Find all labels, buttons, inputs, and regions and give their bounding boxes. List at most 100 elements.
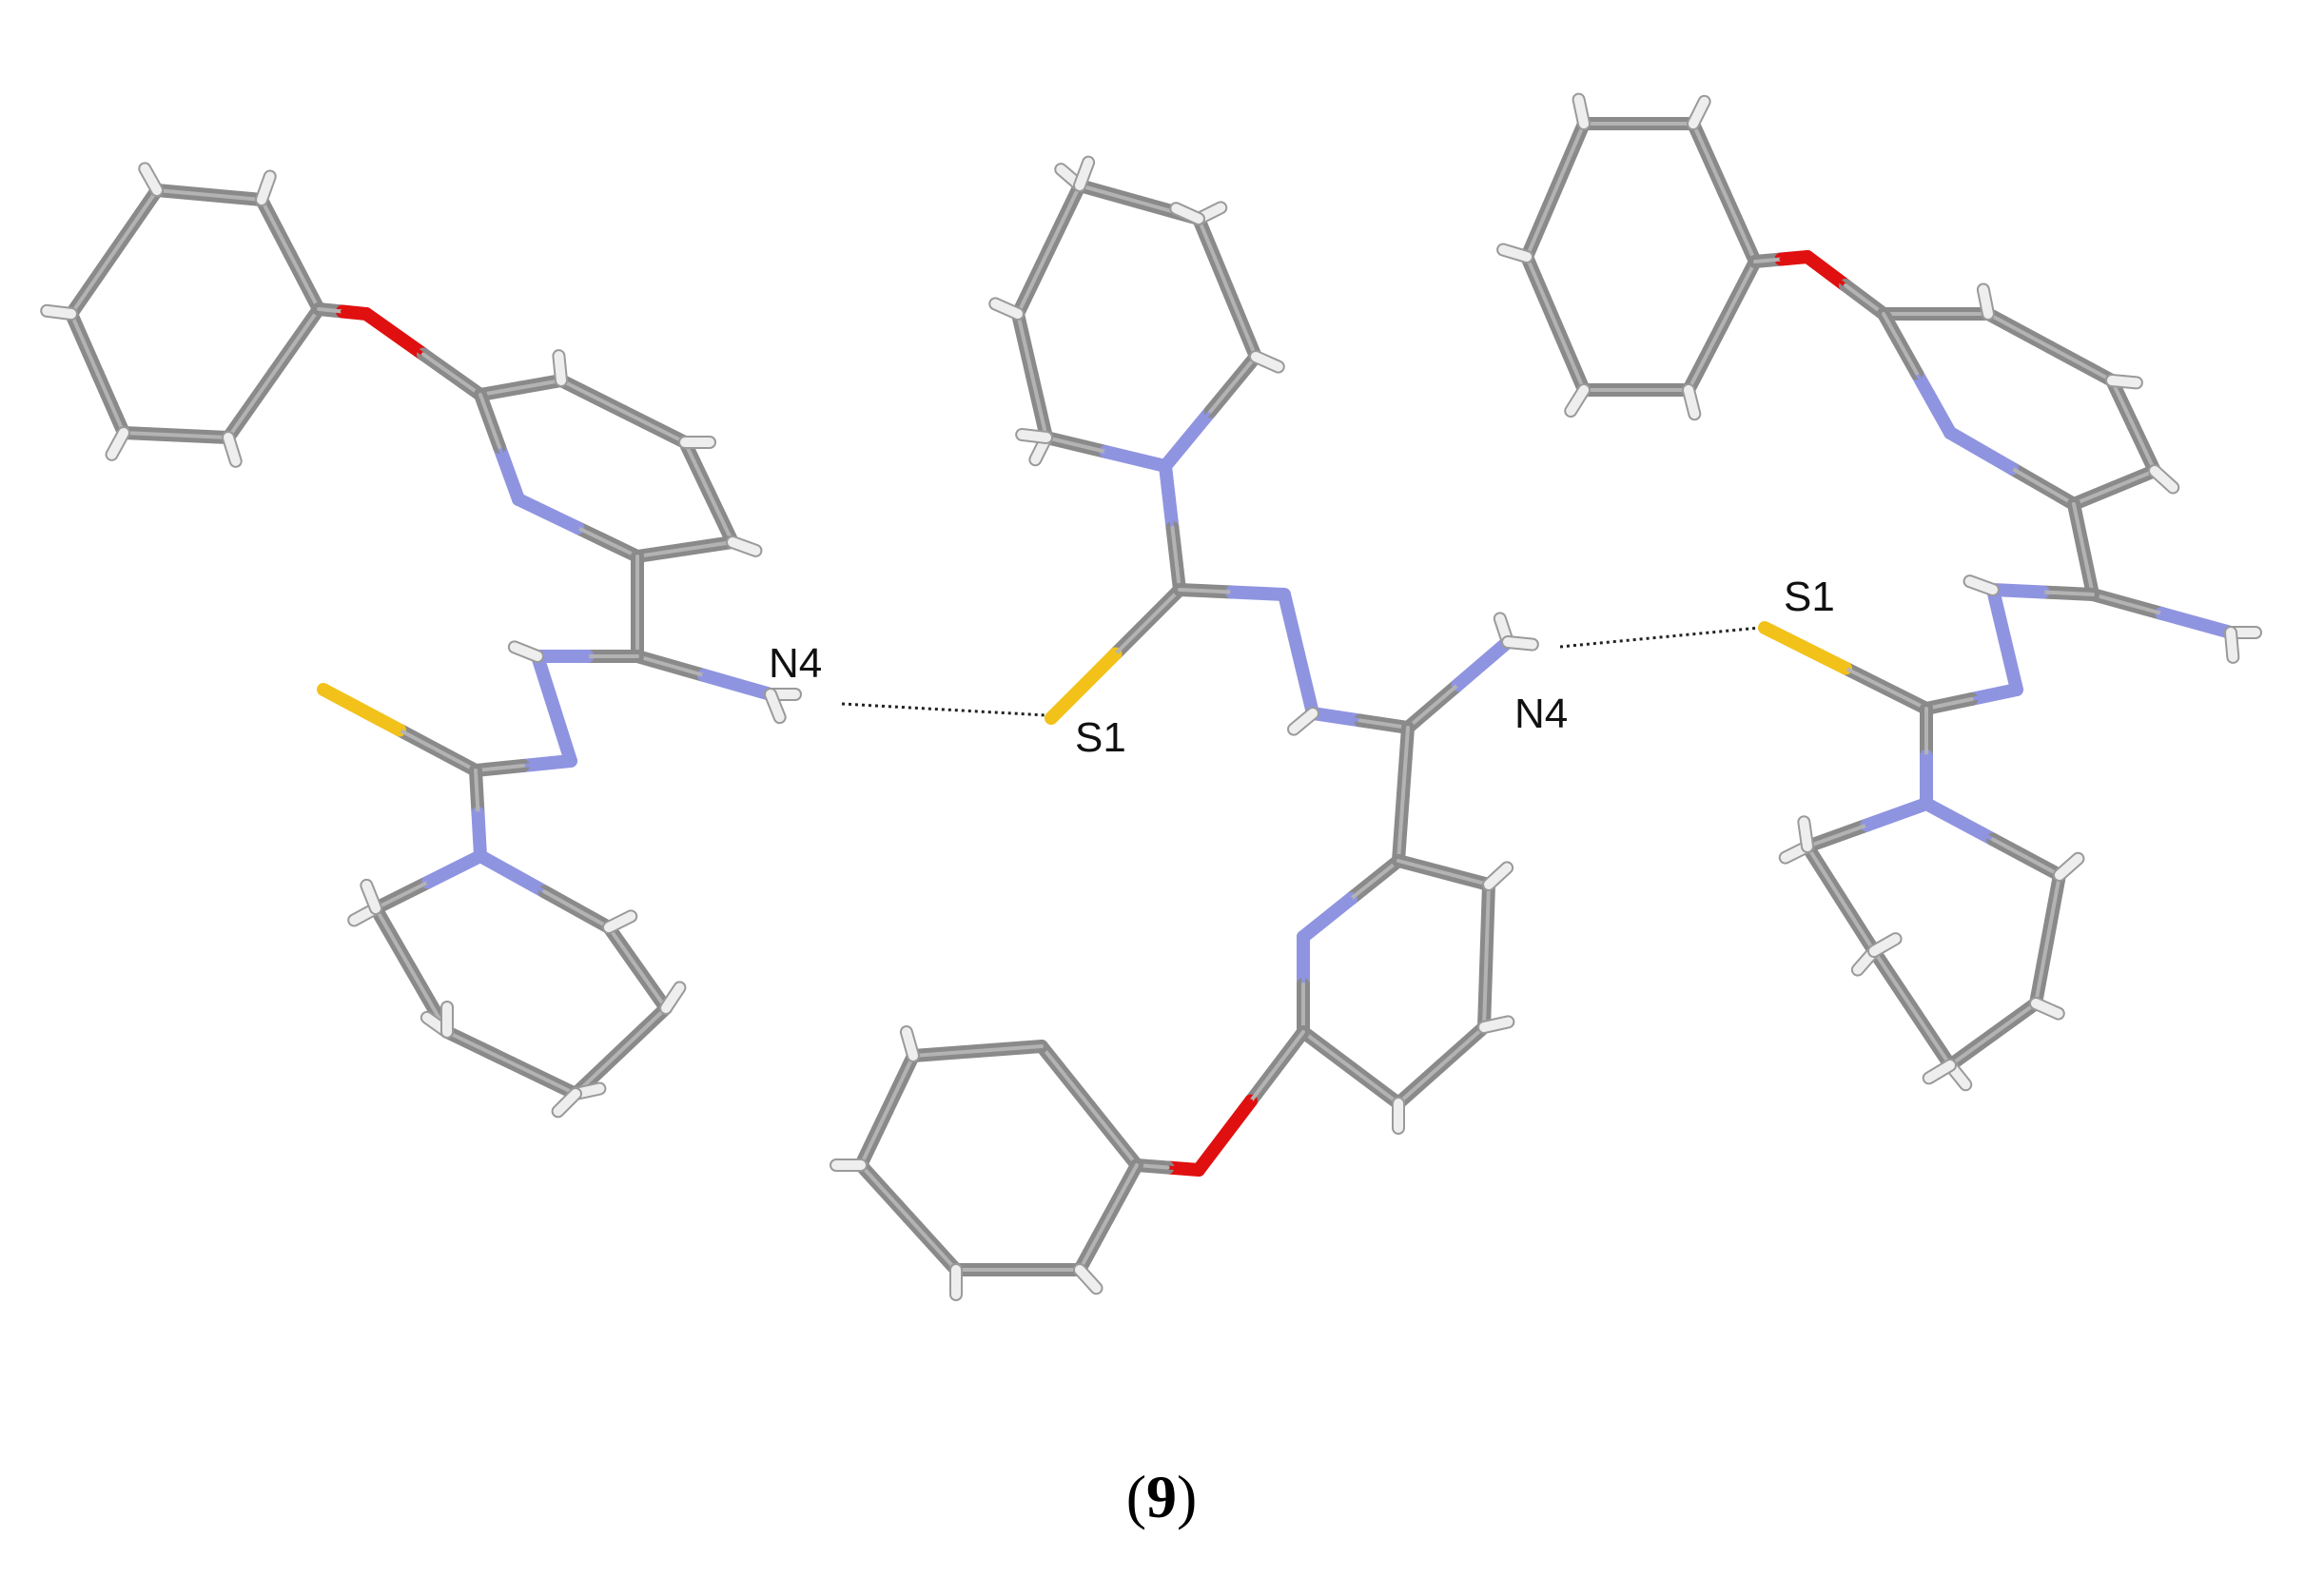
center-py-h-0-cap: [1484, 863, 1513, 889]
center-amidine-c-shine-a: [1311, 711, 1362, 723]
center-pip-n-shine-a: [1163, 464, 1175, 530]
left-pyridine-bond-3-shine-b: [635, 547, 687, 558]
center-phenyl-bond-3-shine-a: [859, 1163, 910, 1219]
right-phenyl-h-3-cap: [1566, 385, 1589, 417]
right-py-h-1-cap: [2107, 376, 2141, 388]
right-piperidine-bond-3-shine-b: [1872, 949, 1914, 1010]
left-pyridine-bond-4-shine-a: [576, 526, 639, 558]
center-pip-h-7-cap: [1075, 157, 1094, 190]
center-phenyl-bond-2-shine-b: [859, 1108, 889, 1167]
right-amidine-c-shine-b: [2081, 547, 2095, 596]
center-pip-h-0-cap: [1251, 352, 1283, 372]
left-piperidine-bond-3-shine-b: [445, 1030, 514, 1065]
left-thio-c-shine-b: [474, 764, 525, 772]
center-piperidine-bond-3-shine-a: [1046, 184, 1082, 252]
right-nh2-h-1-cap: [2226, 628, 2238, 662]
left-pip-n-shine-b: [476, 811, 482, 858]
left-phenyl-h-2-cap: [42, 305, 76, 319]
center-ether-b-shine-a: [1165, 1165, 1201, 1172]
caption-close-paren: ): [1177, 1463, 1197, 1530]
right-pyridine-bond-1-shine-a: [1986, 312, 2052, 349]
center-pip-h-2-cap: [1171, 204, 1203, 224]
right-phenyl-bond-2-shine-a: [1720, 260, 1757, 328]
center-n-a-shine-b: [1230, 590, 1286, 596]
right-phenyl-bond-5-shine-a: [1525, 188, 1557, 259]
left-phenyl-h-1-cap: [257, 171, 275, 204]
center-sulfur-shine-a: [1113, 588, 1182, 656]
left-pyridine-bond-4-shine-b: [517, 497, 580, 530]
right-piperidine-bond-2-shine-a: [1991, 1002, 2038, 1037]
hydrogen-bond-lines: [841, 626, 1761, 717]
left-piperidine-bond-2-shine-a: [618, 1006, 668, 1053]
left-n4-shine-b: [702, 673, 772, 696]
right-phenyl-bond-4-shine-b: [1525, 255, 1557, 325]
center-pyridine-bond-5-shine-b: [1396, 859, 1446, 875]
right-nh2-shine-b: [2159, 612, 2233, 634]
left-phenyl-bond-5-shine-b: [112, 188, 159, 254]
right-pyridine-bond-5-shine-a: [1915, 371, 1952, 435]
left-pip-h-0-cap: [604, 911, 636, 932]
left-pip-h-6-cap: [361, 880, 381, 913]
center-amidine-c-shine-b: [1358, 718, 1410, 730]
left-phenyl-bond-3-shine-b: [122, 431, 178, 438]
left-phenyl-bond-0-shine-b: [207, 193, 264, 202]
center-py-h-1-cap: [1479, 1017, 1514, 1032]
left-phenyl-bond-1-shine-a: [260, 198, 292, 257]
left-piperidine-bond-4-shine-b: [374, 906, 414, 972]
left-pyridine-bond-5-shine-b: [478, 393, 501, 449]
right-piperidine-bond-1-shine-a: [2045, 873, 2061, 942]
right-pyridine-bond-2-shine-a: [2110, 379, 2136, 428]
center-pip-h-6-cap: [1017, 429, 1051, 442]
left-phenyl-bond-4-shine-b: [69, 312, 100, 376]
center-pyridine-bond-2-shine-a: [1301, 1030, 1353, 1070]
left-phenyl-bond-3-shine-a: [174, 433, 230, 439]
caption-number: 9: [1146, 1463, 1177, 1530]
center-pip-n-shine-b: [1170, 526, 1182, 592]
left-pyridine-bond-3-shine-a: [683, 540, 734, 552]
center-pyridine-bond-3-shine-a: [1396, 1063, 1443, 1105]
left-phenyl-bond-5-shine-a: [69, 250, 116, 316]
left-piperidine-bond-1-shine-a: [607, 925, 639, 970]
right-ether-b-shine-b: [1844, 283, 1885, 316]
left-ether-a-shine-a: [317, 307, 344, 314]
right-pyridine-bond-3-shine-a: [2112, 469, 2157, 490]
right-pip-h-0-cap: [2055, 853, 2083, 880]
right-phenyl-bond-1-shine-b: [1722, 190, 1757, 263]
right-ether-b-shine-a: [1806, 255, 1847, 287]
left-pyridine-bond-1-shine-a: [559, 379, 625, 414]
left-n4-shine-a: [635, 654, 706, 677]
right-piperidine-bond-1-shine-b: [2034, 937, 2050, 1005]
right-sulfur-shine-a: [1844, 666, 1928, 711]
right-phenyl-bond-4-shine-a: [1553, 321, 1586, 392]
right-sulfur-shine-b: [1763, 626, 1847, 671]
caption-open-paren: (: [1126, 1463, 1146, 1530]
left-na-h-cap: [509, 642, 542, 661]
right-thio-c-shine-b: [1924, 697, 1974, 711]
left-ether-b-shine-b: [421, 352, 482, 397]
center-phenyl-bond-1-shine-b: [911, 1049, 980, 1058]
left-phenyl-bond-0-shine-a: [155, 188, 211, 197]
right-piperidine-bond-2-shine-b: [1948, 1032, 1995, 1067]
right-n-a-shine-a: [2041, 590, 2095, 596]
left-pyridine-bond-0-shine-a: [478, 385, 523, 397]
center-ether-a-shine-a: [1249, 1030, 1305, 1103]
right-na-h-cap: [1964, 576, 1998, 594]
center-phenyl-bond-2-shine-a: [885, 1054, 915, 1113]
left-pyridine-bond-2-shine-b: [707, 490, 734, 544]
right-py-h-2-cap: [2150, 466, 2178, 493]
center-piperidine-bond-2-shine-b: [1078, 184, 1142, 204]
center-pyridine-bond-0-shine-a: [1349, 859, 1400, 901]
center-piperidine-bond-5-shine-a: [1045, 436, 1108, 454]
right-pyridine-bond-3-shine-b: [2072, 485, 2117, 506]
hydrogen-atoms: [40, 92, 2262, 1301]
left-phenyl-bond-4-shine-a: [95, 371, 126, 435]
right-n-b-shine-a: [1991, 588, 2007, 642]
center-piperidine-bond-4-shine-a: [1016, 312, 1034, 378]
right-piperidine-bond-4-shine-b: [1806, 845, 1843, 901]
right-nh2-shine-a: [2091, 593, 2164, 615]
left-sulfur-shine-b: [322, 688, 401, 732]
atom-label-s1-center: S1: [1075, 714, 1126, 761]
atom-label-s1-right: S1: [1784, 574, 1835, 620]
right-phenyl-bond-1-shine-a: [1691, 122, 1727, 195]
